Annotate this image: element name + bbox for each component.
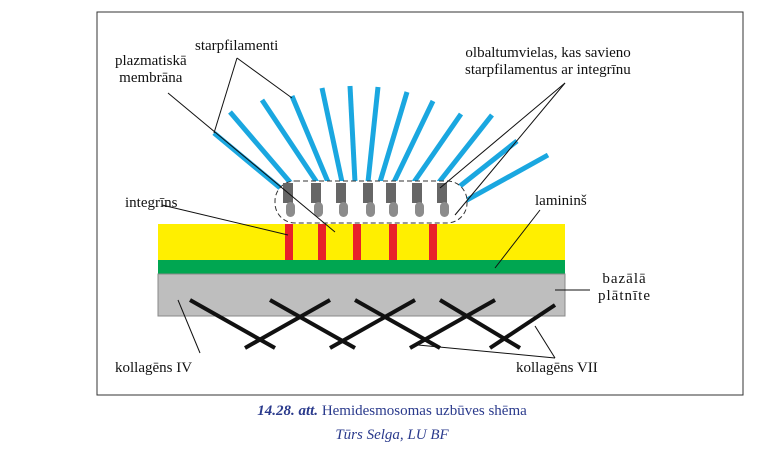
filament <box>391 99 436 184</box>
filament <box>228 110 297 190</box>
linker-protein-dark <box>311 183 321 203</box>
linker-proteins <box>283 183 449 217</box>
label-plasma-membrane: plazmatiskā membrāna <box>115 53 187 87</box>
integrin-bar <box>353 224 361 260</box>
label-intermediate-filaments: starpfilamenti <box>195 38 279 54</box>
integrin-bar <box>318 224 326 260</box>
linker-protein-dark <box>386 183 396 203</box>
figure-title: Hemidesmosomas uzbūves shēma <box>321 403 527 419</box>
label-basal-lamina: bazālā plātnīte <box>598 271 651 305</box>
filament <box>434 113 494 188</box>
linker-protein-dark <box>437 183 447 203</box>
filament <box>456 152 550 208</box>
filament <box>411 112 464 184</box>
label-line: plazmatiskā <box>115 53 187 69</box>
label-line: starpfilamentus ar integrīnu <box>465 62 631 78</box>
linker-protein-dark <box>412 183 422 203</box>
basal-lamina-layer <box>157 273 566 317</box>
linker-protein-light <box>389 202 398 217</box>
filament <box>365 86 381 183</box>
leader-lines <box>161 57 590 359</box>
filament <box>212 131 287 194</box>
laminin-layer <box>158 260 565 274</box>
filament <box>448 139 519 196</box>
label-line: plātnīte <box>598 288 651 304</box>
label-line: membrāna <box>119 70 183 86</box>
linker-protein-light <box>366 202 375 217</box>
linker-protein-dark <box>363 183 373 203</box>
collagen-fiber <box>438 298 522 350</box>
linker-protein-light <box>440 202 449 217</box>
filament <box>259 98 321 186</box>
collagen-fiber <box>409 298 496 350</box>
integrins <box>285 224 437 260</box>
collagen-fiber <box>244 298 331 350</box>
figure-frame <box>96 11 744 396</box>
filament <box>377 91 410 183</box>
label-linker-proteins: olbaltumvielas, kas savieno starpfilamen… <box>465 45 631 79</box>
label-laminin: lamininš <box>535 193 587 209</box>
collagen-fiber <box>329 298 416 350</box>
collagen-fiber <box>488 303 557 350</box>
linker-protein-light <box>314 202 323 217</box>
filament <box>319 87 345 183</box>
figure-caption: 14.28. att. Hemidesmosomas uzbūves shēma <box>0 403 784 420</box>
linker-protein-light <box>286 202 295 217</box>
linker-protein-light <box>339 202 348 217</box>
integrin-bar <box>429 224 437 260</box>
linker-protein-light <box>415 202 424 217</box>
collagen-vii-fibers <box>189 298 557 350</box>
intermediate-filaments <box>212 85 550 208</box>
label-line: olbaltumvielas, kas savieno <box>465 45 631 61</box>
label-integrin: integrīns <box>125 195 178 211</box>
figure-author: Tūrs Selga, LU BF <box>335 427 449 443</box>
label-collagen-vii: kollagēns VII <box>516 360 598 376</box>
integrin-bar <box>389 224 397 260</box>
label-line: bazālā <box>602 271 647 287</box>
integrin-bar <box>285 224 293 260</box>
label-collagen-iv: kollagēns IV <box>115 360 193 376</box>
figure-number: 14.28. att. <box>257 403 319 419</box>
linker-protein-dark <box>336 183 346 203</box>
filament <box>347 85 358 183</box>
filament <box>289 95 331 183</box>
plasma-membrane-layer <box>158 224 565 260</box>
